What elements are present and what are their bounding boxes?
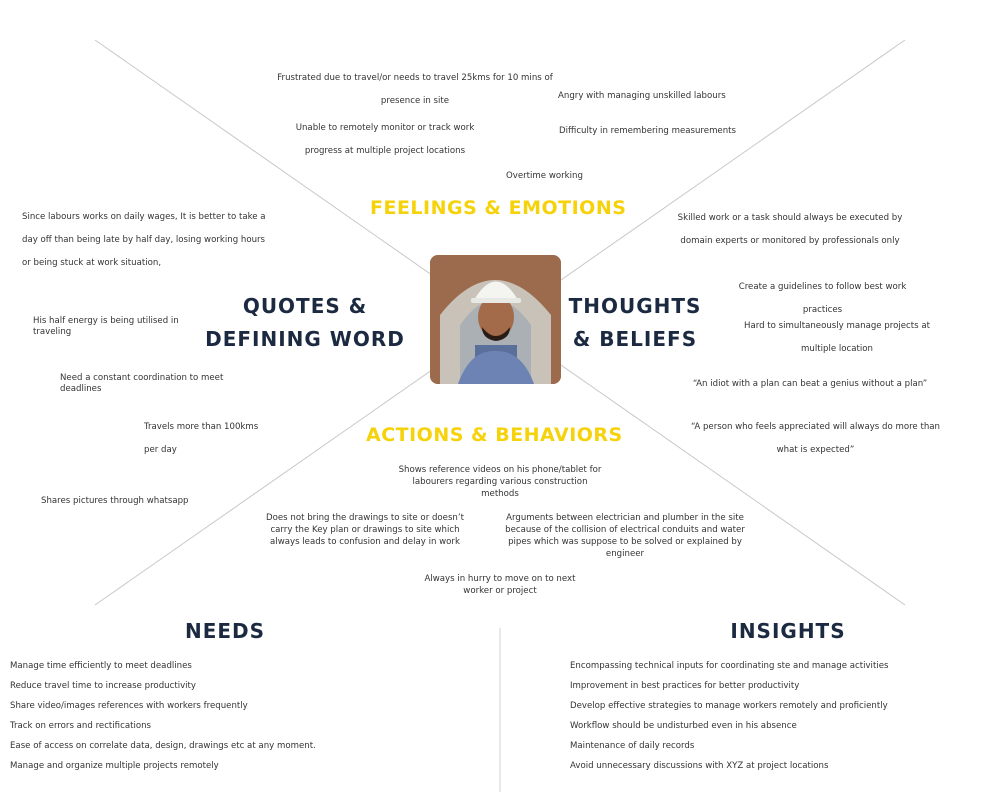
- action-note: Does not bring the drawings to site or d…: [266, 513, 464, 547]
- thought-note: “An idiot with a plan can beat a genius …: [692, 379, 928, 389]
- quote-note: Travels more than 100kms per day: [144, 422, 259, 455]
- need-item: Share video/images references with worke…: [10, 701, 248, 711]
- heading-thoughts: THOUGHTS & BELIEFS: [565, 290, 705, 356]
- feeling-note: Angry with managing unskilled labours: [558, 91, 726, 101]
- persona-avatar-icon: [430, 255, 561, 384]
- heading-thoughts-line1: THOUGHTS: [568, 294, 702, 318]
- insight-item: Develop effective strategies to manage w…: [570, 701, 888, 711]
- thought-note: Skilled work or a task should always be …: [677, 213, 903, 246]
- quote-note: Since labours works on daily wages, It i…: [22, 212, 266, 268]
- heading-insights: INSIGHTS: [730, 619, 846, 643]
- need-item: Ease of access on correlate data, design…: [10, 741, 316, 751]
- heading-needs: NEEDS: [184, 619, 266, 643]
- feeling-note: Frustrated due to travel/or needs to tra…: [277, 73, 553, 106]
- persona-photo: [430, 255, 561, 384]
- heading-thoughts-line2: & BELIEFS: [572, 327, 698, 351]
- insight-item: Improvement in best practices for better…: [570, 681, 800, 691]
- need-item: Manage time efficiently to meet deadline…: [10, 661, 192, 671]
- heading-feelings: FEELINGS & EMOTIONS: [370, 197, 627, 219]
- action-note: Arguments between electrician and plumbe…: [505, 513, 745, 559]
- need-item: Track on errors and rectifications: [10, 721, 152, 731]
- need-item: Manage and organize multiple projects re…: [10, 761, 219, 771]
- heading-quotes-line2: DEFINING WORD: [205, 327, 405, 351]
- quote-note: His half energy is being utilised in tra…: [33, 316, 179, 337]
- heading-actions: ACTIONS & BEHAVIORS: [366, 424, 623, 446]
- thought-note: Hard to simultaneously manage projects a…: [744, 321, 930, 354]
- thought-note: Create a guidelines to follow best work …: [738, 282, 907, 315]
- need-item: Reduce travel time to increase productiv…: [10, 681, 197, 691]
- heading-quotes: QUOTES & DEFINING WORD: [205, 290, 405, 356]
- action-note: Shows reference videos on his phone/tabl…: [398, 465, 602, 499]
- feeling-note: Overtime working: [506, 171, 583, 181]
- insight-item: Workflow should be undisturbed even in h…: [570, 721, 797, 731]
- feeling-note: Unable to remotely monitor or track work…: [295, 123, 475, 156]
- insight-item: Maintenance of daily records: [570, 741, 695, 751]
- heading-quotes-line1: QUOTES &: [242, 294, 368, 318]
- insight-item: Avoid unnecessary discussions with XYZ a…: [570, 761, 829, 771]
- quote-note: Need a constant coordination to meet dea…: [60, 373, 224, 394]
- feeling-note: Difficulty in remembering measurements: [559, 126, 737, 136]
- insight-item: Encompassing technical inputs for coordi…: [570, 661, 889, 671]
- quote-note: Shares pictures through whatsapp: [41, 496, 189, 506]
- thought-note: “A person who feels appreciated will alw…: [691, 422, 940, 455]
- action-note: Always in hurry to move on to next worke…: [424, 574, 576, 596]
